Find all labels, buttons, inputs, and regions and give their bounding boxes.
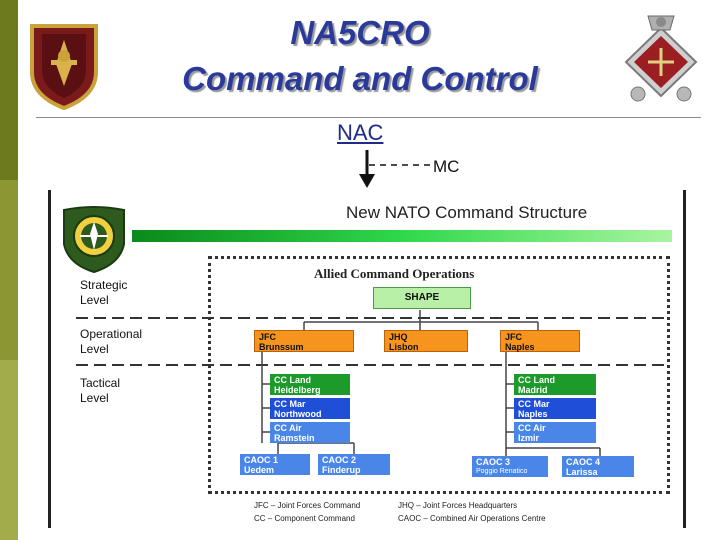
jhq-lisbon-line2: Lisbon (389, 342, 419, 352)
caoc3-line1: CAOC 3 (476, 457, 511, 467)
cc-air-izmir-box: CC Air Izmir (514, 422, 596, 443)
cc-mar-northwood-line2: Northwood (274, 409, 322, 419)
level-operational-line1: Operational (80, 327, 143, 341)
cc-air-ramstein-line2: Ramstein (274, 433, 315, 443)
cc-land-madrid-line1: CC Land (518, 375, 555, 385)
cc-mar-northwood-line1: CC Mar (274, 399, 306, 409)
caoc1-line1: CAOC 1 (244, 455, 279, 465)
cc-air-izmir-line1: CC Air (518, 423, 546, 433)
nac-label: NAC (337, 120, 384, 145)
level-strategic-line2: Level (80, 293, 109, 307)
jhq-lisbon-line1: JHQ (389, 332, 408, 342)
level-strategic-line1: Strategic (80, 278, 128, 292)
legend-caoc: CAOC – Combined Air Operations Centre (398, 514, 546, 523)
cc-land-heidelberg-line2: Heidelberg (274, 385, 321, 395)
emblem-right-icon (624, 15, 698, 102)
cc-mar-naples-line2: Naples (518, 409, 548, 419)
nac-arrow (359, 150, 432, 188)
cc-air-izmir-line2: Izmir (518, 433, 540, 443)
legend-jfc: JFC – Joint Forces Command (254, 501, 361, 510)
jfc-brunssum-line2: Brunssum (259, 342, 304, 352)
legend-jhq: JHQ – Joint Forces Headquarters (398, 501, 518, 510)
level-operational: Operational Level (80, 327, 142, 357)
chart-title: New NATO Command Structure (346, 203, 588, 222)
chart-right-edge (683, 190, 686, 528)
side-bar-bottom (0, 360, 18, 540)
chart-lines (76, 310, 670, 456)
level-strategic: Strategic Level (80, 278, 127, 308)
caoc2-line2: Finderup (322, 465, 361, 475)
caoc3-box: CAOC 3 Poggio Renatico (472, 456, 548, 477)
chart-title-bar (132, 230, 672, 242)
nato-command-chart: New NATO Command Structure Allied Comman… (48, 190, 686, 528)
cc-land-heidelberg-box: CC Land Heidelberg (270, 374, 350, 395)
legend-cc: CC – Component Command (254, 514, 355, 523)
caoc2-box: CAOC 2 Finderup (318, 454, 390, 475)
title-divider (36, 117, 701, 118)
side-bar-middle (0, 180, 18, 360)
caoc1-line2: Uedem (244, 465, 275, 475)
cc-land-heidelberg-line1: CC Land (274, 375, 311, 385)
caoc4-line1: CAOC 4 (566, 457, 601, 467)
caoc4-line2: Larissa (566, 467, 598, 477)
caoc2-line1: CAOC 2 (322, 455, 357, 465)
cc-mar-naples-box: CC Mar Naples (514, 398, 596, 419)
nato-shield-icon (63, 206, 125, 274)
aco-title: Allied Command Operations (314, 266, 475, 281)
side-bar-top (0, 0, 18, 180)
emblem-left-icon (30, 24, 98, 110)
jfc-naples-box: JFC Naples (500, 330, 580, 352)
level-tactical-line2: Level (80, 391, 109, 405)
cc-air-ramstein-box: CC Air Ramstein (270, 422, 350, 443)
cc-mar-naples-line1: CC Mar (518, 399, 550, 409)
caoc1-box: CAOC 1 Uedem (240, 454, 310, 475)
cc-air-ramstein-line1: CC Air (274, 423, 302, 433)
title-line-2: Command and Control (182, 60, 538, 97)
jfc-brunssum-box: JFC Brunssum (254, 330, 354, 352)
caoc3-line2: Poggio Renatico (476, 468, 528, 475)
jfc-naples-line1: JFC (505, 332, 523, 342)
cc-mar-northwood-box: CC Mar Northwood (270, 398, 350, 419)
mc-label: MC (433, 157, 460, 176)
side-bar (0, 0, 18, 540)
level-tactical: Tactical Level (80, 376, 120, 406)
chart-left-edge (48, 190, 51, 528)
level-tactical-line1: Tactical (80, 376, 121, 390)
cc-land-madrid-box: CC Land Madrid (514, 374, 596, 395)
caoc4-box: CAOC 4 Larissa (562, 456, 634, 477)
aco-frame (208, 256, 670, 494)
title-line-1: NA5CRO (290, 14, 430, 51)
cc-land-madrid-line2: Madrid (518, 385, 548, 395)
jfc-naples-line2: Naples (505, 342, 535, 352)
jhq-lisbon-box: JHQ Lisbon (384, 330, 468, 352)
shape-box: SHAPE (373, 287, 471, 309)
jfc-brunssum-line1: JFC (259, 332, 277, 342)
level-operational-line2: Level (80, 342, 109, 356)
